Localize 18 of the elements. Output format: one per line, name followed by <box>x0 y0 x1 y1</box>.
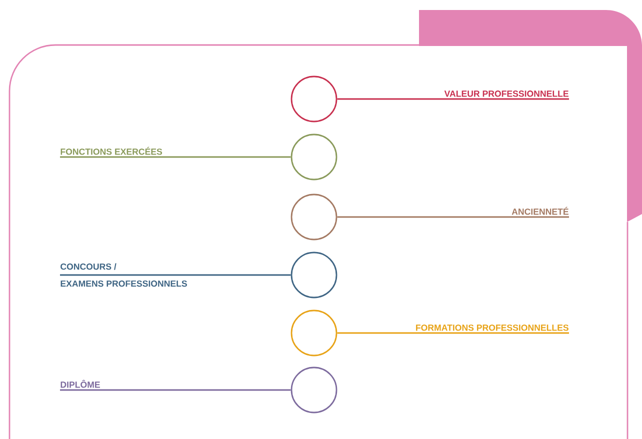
leader-line <box>337 216 569 218</box>
category-label: FONCTIONS EXERCÉES <box>60 146 162 155</box>
leader-line <box>337 332 569 334</box>
ring-marker <box>290 252 338 298</box>
ring-marker <box>290 194 338 240</box>
category-label: FORMATIONS PROFESSIONNELLES <box>416 324 568 331</box>
ring-marker <box>290 310 338 356</box>
category-label: CONCOURS / EXAMENS PROFESSIONNELS <box>60 263 187 287</box>
ring-marker <box>290 76 338 122</box>
leader-line <box>60 274 291 276</box>
leader-line <box>60 156 291 158</box>
ring-marker <box>290 134 338 180</box>
leader-line <box>60 389 291 391</box>
ring-marker <box>290 366 338 414</box>
leader-line <box>337 98 569 100</box>
category-label: DIPLÔME <box>60 380 100 388</box>
category-label: ANCIENNETÉ <box>512 206 568 215</box>
category-label: VALEUR PROFESSIONNELLE <box>444 90 568 97</box>
